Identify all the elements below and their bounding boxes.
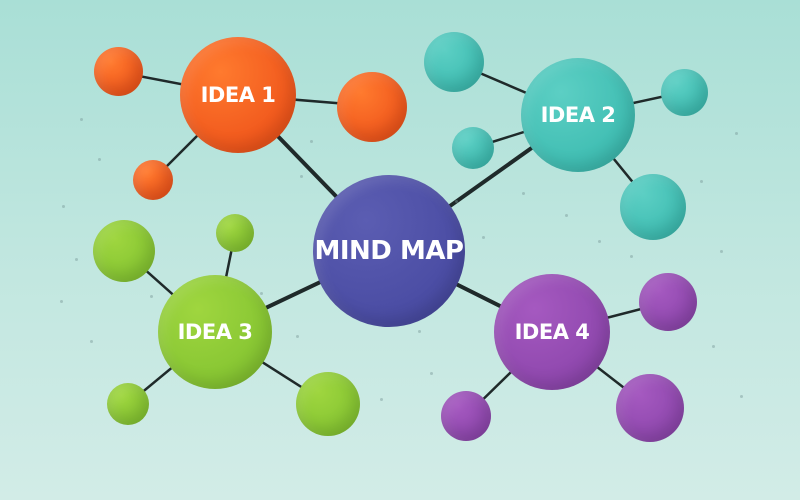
idea-3-subtopic-circle [216, 214, 254, 252]
idea-3-subtopic-circle [107, 383, 149, 425]
idea-1-subtopic-circle [94, 47, 143, 96]
mind-map-center-label: MIND MAP [314, 236, 465, 266]
idea-2-subtopic-circle [620, 174, 686, 240]
idea-1-subtopic-circle [337, 72, 407, 142]
idea-2-node[interactable]: IDEA 2 [521, 58, 635, 172]
idea-1-node[interactable]: IDEA 1 [180, 37, 296, 153]
idea-4-label: IDEA 4 [514, 320, 590, 344]
idea-2-subtopic-circle [452, 127, 494, 169]
idea-4-subtopic-circle [441, 391, 491, 441]
idea-3-label: IDEA 3 [177, 320, 253, 344]
idea-3-node[interactable]: IDEA 3 [158, 275, 272, 389]
idea-2-subtopic-circle [424, 32, 484, 92]
idea-3-subtopic-circle [93, 220, 155, 282]
idea-4-node[interactable]: IDEA 4 [494, 274, 610, 390]
idea-4-subtopic-circle [639, 273, 697, 331]
idea-2-subtopic-circle [661, 69, 708, 116]
mind-map-center-node[interactable]: MIND MAP [313, 175, 465, 327]
idea-4-subtopic-circle [616, 374, 684, 442]
idea-2-label: IDEA 2 [540, 103, 616, 127]
idea-1-subtopic-circle [133, 160, 173, 200]
idea-3-subtopic-circle [296, 372, 360, 436]
idea-1-label: IDEA 1 [200, 83, 276, 107]
